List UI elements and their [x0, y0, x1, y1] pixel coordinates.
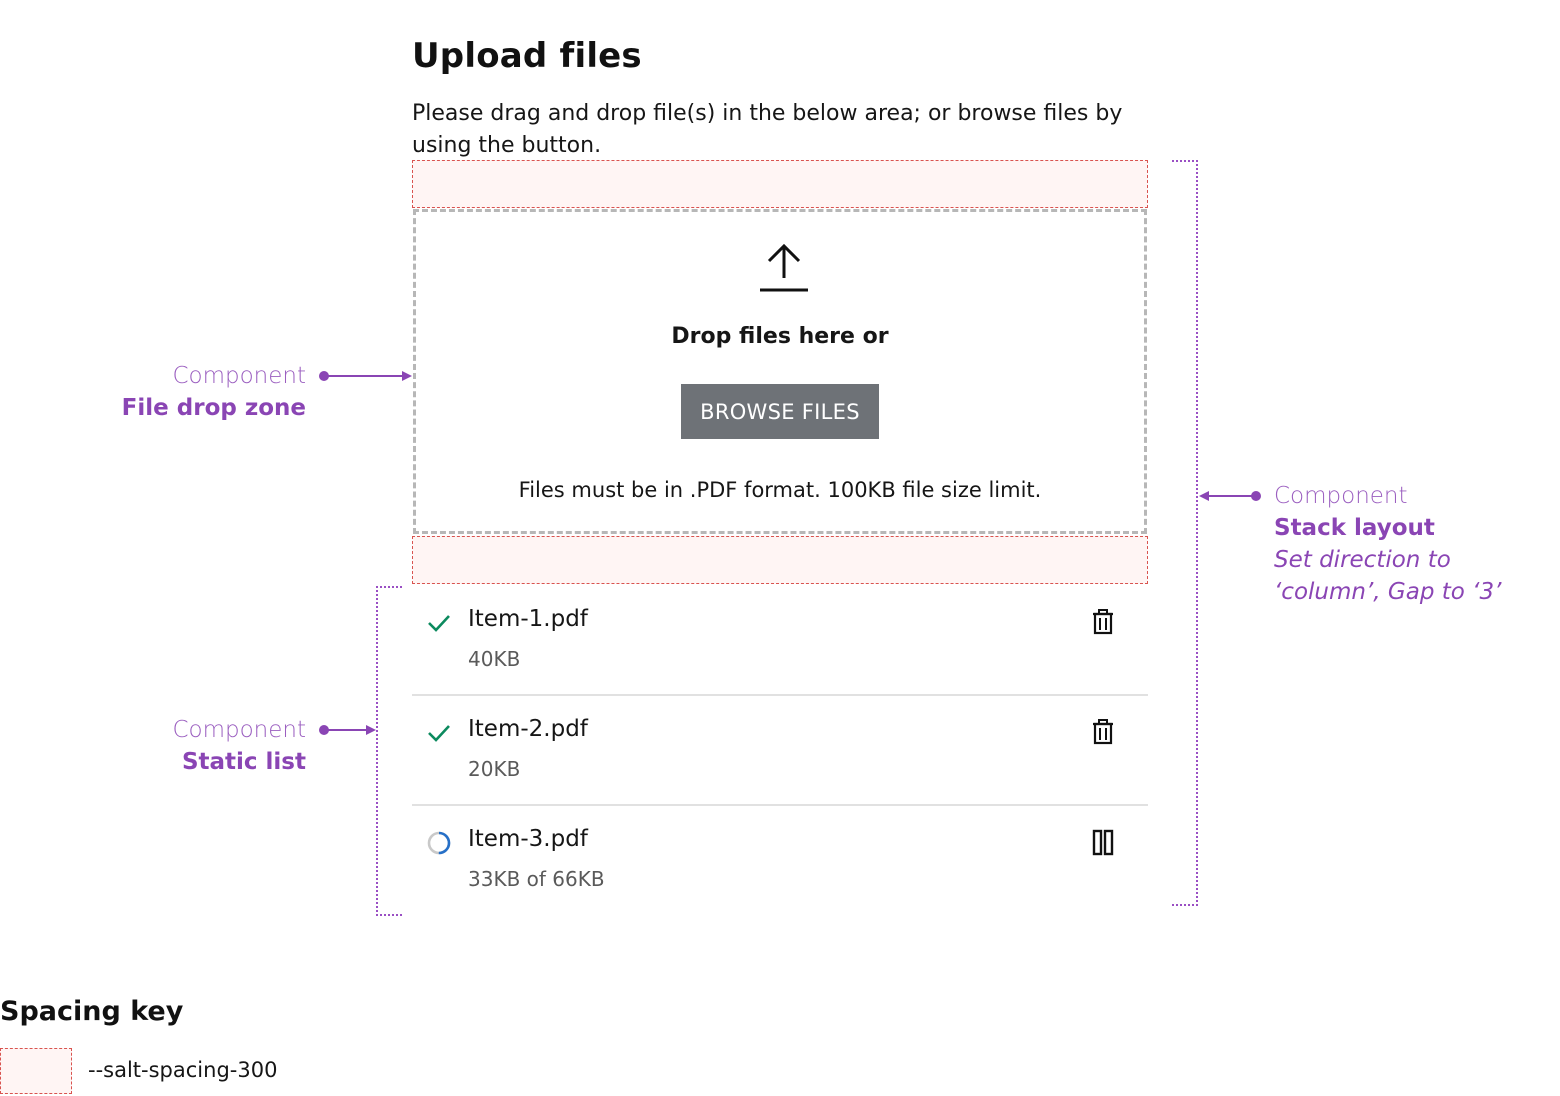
- check-icon: [428, 725, 450, 742]
- annotation-name: Stack layout: [1274, 515, 1435, 541]
- annotation-stack-layout: Component Stack layout Set direction to …: [1274, 480, 1554, 608]
- annotation-note: Set direction to: [1274, 547, 1451, 573]
- annotation-kind: Component: [172, 717, 306, 743]
- annotation-name: Static list: [181, 749, 306, 775]
- annotation-kind: Component: [1274, 483, 1408, 509]
- trash-icon[interactable]: [1086, 716, 1120, 750]
- upload-icon: [760, 243, 808, 292]
- annotation-static-list: Component Static list: [26, 714, 306, 778]
- file-name: Item-1.pdf: [468, 606, 588, 632]
- annotation-name: File drop zone: [121, 395, 306, 421]
- spacing-key-swatch: [0, 1048, 72, 1094]
- list-item: Item-3.pdf 33KB of 66KB: [412, 806, 1148, 916]
- spacing-key-title: Spacing key: [0, 996, 184, 1027]
- check-icon: [428, 615, 450, 632]
- list-item: Item-1.pdf 40KB: [412, 586, 1148, 696]
- file-drop-zone[interactable]: Drop files here or BROWSE FILES Files mu…: [413, 209, 1147, 534]
- file-name: Item-3.pdf: [468, 826, 588, 852]
- static-list-bracket: [376, 586, 402, 916]
- annotation-kind: Component: [172, 363, 306, 389]
- trash-icon[interactable]: [1086, 606, 1120, 640]
- annotation-note: ‘column’, Gap to ‘3’: [1274, 579, 1502, 605]
- annotation-arrow-stack: [1199, 491, 1261, 501]
- spacing-gap-bottom: [412, 536, 1148, 584]
- file-size: 40KB: [468, 647, 521, 671]
- annotation-arrow-dropzone: [319, 371, 412, 381]
- static-list: Item-1.pdf 40KB Item-2.pdf 20KB: [412, 586, 1148, 916]
- file-size: 20KB: [468, 757, 521, 781]
- spacing-key-label: --salt-spacing-300: [88, 1058, 278, 1082]
- browse-files-button[interactable]: BROWSE FILES: [681, 384, 879, 439]
- pause-icon[interactable]: [1086, 826, 1120, 860]
- drop-label: Drop files here or: [671, 324, 889, 349]
- list-item: Item-2.pdf 20KB: [412, 696, 1148, 806]
- page-title: Upload files: [412, 36, 642, 76]
- progress-spinner-icon: [427, 831, 451, 855]
- annotation-file-drop-zone: Component File drop zone: [26, 360, 306, 424]
- format-note: Files must be in .PDF format. 100KB file…: [518, 478, 1042, 502]
- file-size: 33KB of 66KB: [468, 867, 605, 891]
- stack-layout-bracket: [1172, 160, 1198, 906]
- page-description: Please drag and drop file(s) in the belo…: [412, 101, 1123, 158]
- file-name: Item-2.pdf: [468, 716, 588, 742]
- spacing-gap-top: [412, 160, 1148, 208]
- annotation-arrow-list: [319, 725, 376, 735]
- progress-arc: [427, 831, 451, 855]
